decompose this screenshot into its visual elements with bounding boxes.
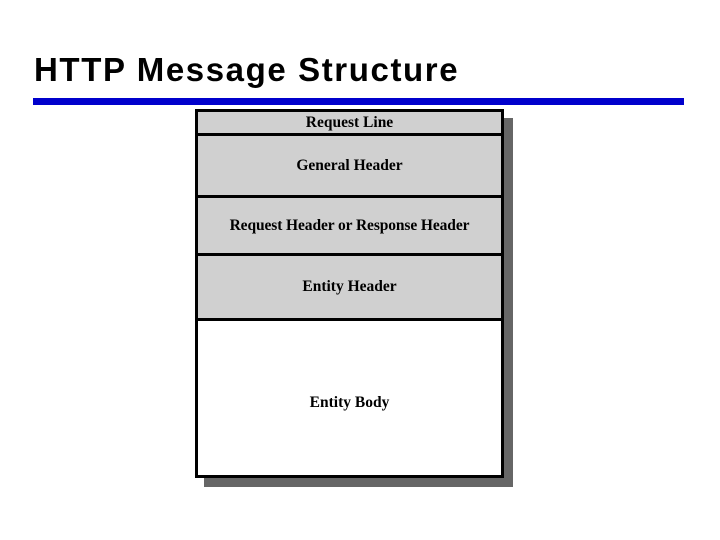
message-row-request-line: Request Line <box>198 112 501 136</box>
message-row-request-or-response-header: Request Header or Response Header <box>198 198 501 256</box>
message-row-label: Request Header or Response Header <box>229 216 470 234</box>
message-row-entity-body: Entity Body <box>198 321 501 475</box>
title-underline-rule <box>33 98 684 105</box>
message-row-label: Entity Header <box>302 278 397 295</box>
http-message-structure-diagram: Request Line General Header Request Head… <box>195 109 513 487</box>
message-row-label: General Header <box>296 156 403 174</box>
page-title: HTTP Message Structure <box>34 51 460 88</box>
message-structure-stack: Request Line General Header Request Head… <box>195 109 504 478</box>
message-row-label: Entity Body <box>309 394 390 411</box>
message-row-general-header: General Header <box>198 136 501 198</box>
message-row-label: Request Line <box>305 113 394 131</box>
message-row-entity-header: Entity Header <box>198 256 501 321</box>
